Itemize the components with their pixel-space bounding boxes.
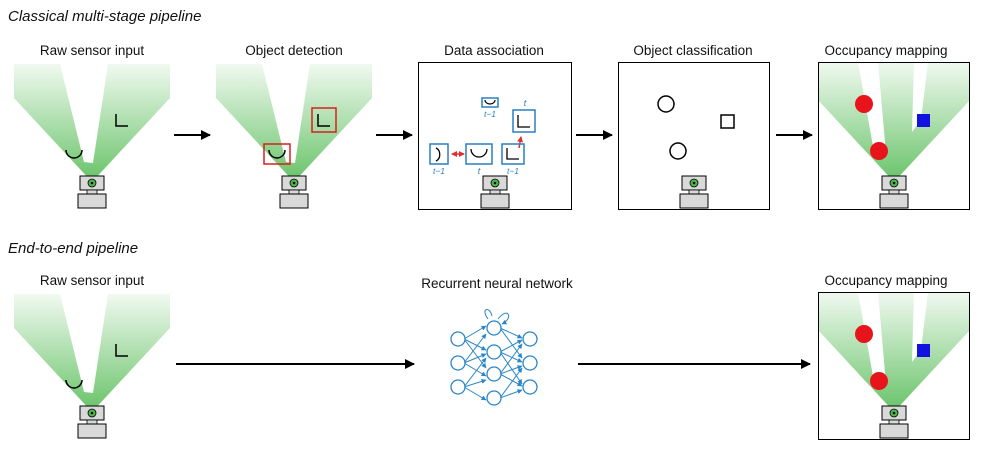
hidden-node <box>486 390 502 406</box>
occupied-square-object <box>917 114 930 127</box>
detected-corner-shape <box>317 114 330 127</box>
detected-corner-shape <box>115 344 128 357</box>
sensor-robot-icon <box>77 175 107 209</box>
e2e-label-raw-sensor: Raw sensor input <box>39 273 145 288</box>
stage-label-object-detection: Object detection <box>245 43 343 58</box>
output-node <box>522 355 538 371</box>
stage-label-object-classification: Object classification <box>633 43 753 58</box>
sensor-robot-icon <box>480 175 510 209</box>
e2e-panel-occupancy-mapping <box>818 292 970 440</box>
time-label: t−1 <box>484 109 496 119</box>
panel-raw-sensor-input <box>14 64 170 214</box>
e2e-panel-raw-sensor-input <box>14 294 170 444</box>
panel-object-detection <box>216 64 372 214</box>
stage-label-raw-sensor: Raw sensor input <box>39 43 145 58</box>
occupied-square-object <box>917 344 930 357</box>
assoc-box-corner-t <box>512 109 536 133</box>
detected-arc-shape <box>268 149 286 159</box>
detected-arc-shape <box>65 149 83 159</box>
sensor-robot-icon <box>679 175 709 209</box>
arrow-classical-2 <box>376 130 413 140</box>
classified-round-object <box>669 142 687 160</box>
association-link <box>517 136 524 149</box>
classical-pipeline-title: Classical multi-stage pipeline <box>8 8 202 25</box>
sensor-fov <box>818 292 970 412</box>
output-node <box>522 379 538 395</box>
sensor-fov <box>216 64 372 182</box>
time-label: t−1 <box>433 166 445 176</box>
detected-arc-shape <box>65 379 83 389</box>
hidden-node <box>486 366 502 382</box>
arrow-e2e-2 <box>578 359 811 369</box>
detection-box-arc <box>263 143 291 165</box>
arrow-classical-1 <box>174 130 211 140</box>
assoc-box-arc-tminus1 <box>429 143 449 165</box>
sensor-robot-icon <box>879 175 909 209</box>
endtoend-pipeline-title: End-to-end pipeline <box>8 240 139 257</box>
time-label: t <box>524 98 527 108</box>
sensor-robot-icon <box>879 405 909 439</box>
e2e-label-occupancy-mapping: Occupancy mapping <box>824 273 948 288</box>
input-node <box>450 331 466 347</box>
arrow-classical-4 <box>776 130 813 140</box>
assoc-box-corner-tminus1 <box>501 143 525 165</box>
panel-frame <box>818 292 970 440</box>
occupied-round-object <box>855 95 873 113</box>
hidden-node <box>486 344 502 360</box>
arrow-e2e-1 <box>176 359 415 369</box>
panel-data-association: t−1 t t−1 t t−1 <box>418 62 572 210</box>
classified-round-object <box>657 95 675 113</box>
sensor-fov <box>818 62 970 182</box>
detected-corner-shape <box>115 114 128 127</box>
occupied-round-object <box>870 142 888 160</box>
classified-square-object <box>720 114 735 129</box>
detection-box-corner <box>311 107 337 133</box>
arrow-classical-3 <box>576 130 613 140</box>
sensor-robot-icon <box>77 405 107 439</box>
panel-occupancy-mapping <box>818 62 970 210</box>
stage-label-data-association: Data association <box>444 43 544 58</box>
output-node <box>522 331 538 347</box>
e2e-label-rnn: Recurrent neural network <box>421 276 573 291</box>
assoc-box-arc-tminus1-top <box>481 97 499 108</box>
hidden-node <box>486 320 502 336</box>
input-node <box>450 355 466 371</box>
panel-frame <box>818 62 970 210</box>
panel-object-classification <box>618 62 770 210</box>
occupied-round-object <box>855 325 873 343</box>
assoc-box-arc-t <box>465 143 493 165</box>
sensor-fov <box>14 294 170 412</box>
stage-label-occupancy-mapping: Occupancy mapping <box>824 43 948 58</box>
occupied-round-object <box>870 372 888 390</box>
recurrent-neural-network-icon <box>450 309 538 406</box>
time-label: t <box>478 166 481 176</box>
input-node <box>450 379 466 395</box>
sensor-robot-icon <box>279 175 309 209</box>
sensor-fov <box>14 64 170 182</box>
time-label: t−1 <box>507 166 519 176</box>
